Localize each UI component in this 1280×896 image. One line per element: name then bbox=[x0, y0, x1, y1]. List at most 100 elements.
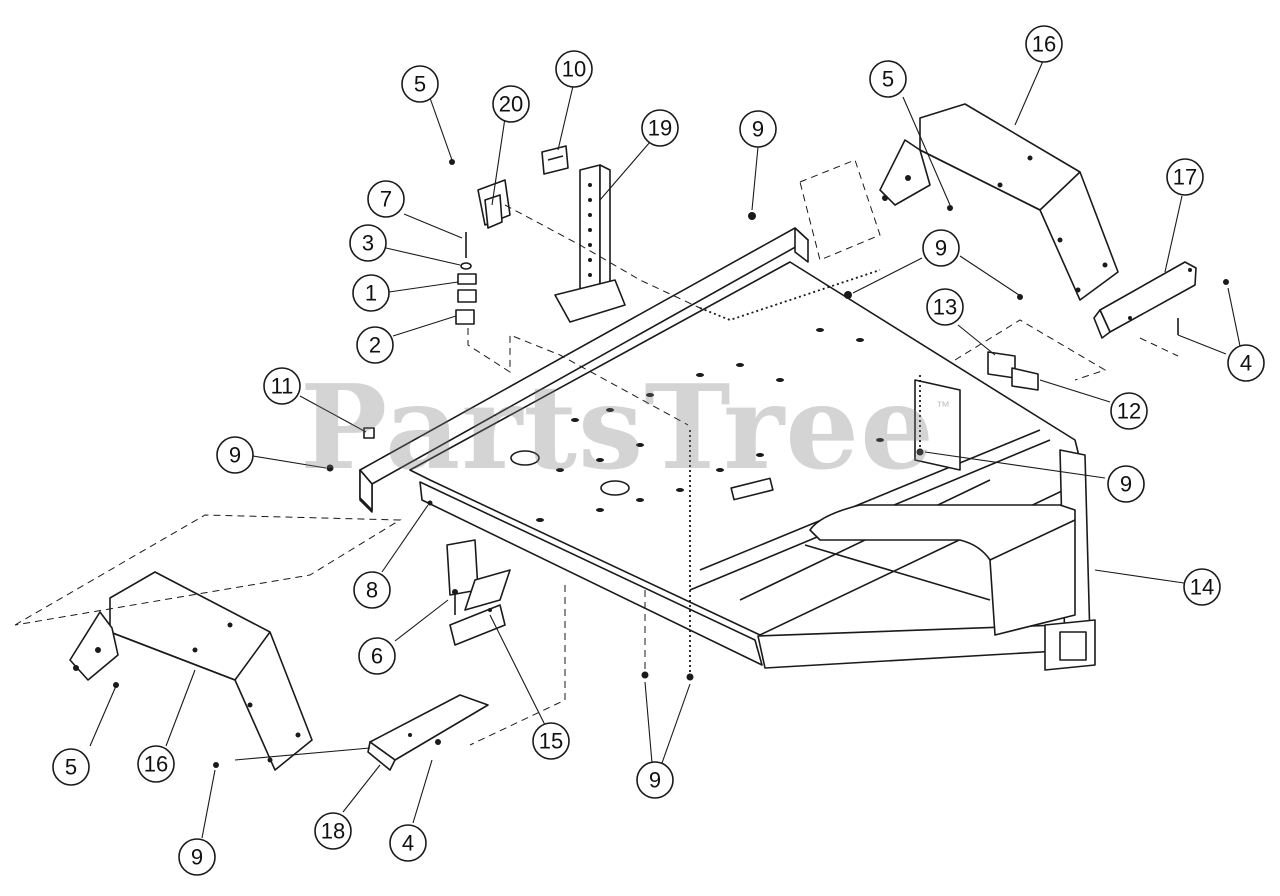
callout-circle bbox=[356, 326, 394, 364]
bracket-17 bbox=[1093, 261, 1229, 339]
callout-label: 6 bbox=[371, 644, 383, 669]
callout-c15: 15 bbox=[532, 722, 570, 760]
callout-c5a: 5 bbox=[401, 65, 439, 103]
callout-c9c: 9 bbox=[1107, 465, 1145, 503]
callout-c8: 8 bbox=[353, 571, 391, 609]
callout-label: 17 bbox=[1173, 165, 1197, 190]
callout-label: 5 bbox=[65, 755, 77, 780]
callout-label: 11 bbox=[271, 374, 294, 399]
bracket-18 bbox=[367, 694, 489, 771]
callout-circle bbox=[401, 65, 439, 103]
bracket-15 bbox=[446, 539, 511, 646]
hitch-hardware-stack bbox=[449, 145, 756, 325]
callout-circle bbox=[1110, 392, 1148, 430]
callout-c12: 12 bbox=[1110, 392, 1148, 430]
callout-c14: 14 bbox=[1183, 568, 1221, 606]
callout-circle bbox=[367, 180, 405, 218]
callout-circle bbox=[1107, 465, 1145, 503]
callout-circle bbox=[353, 571, 391, 609]
callout-c4b: 4 bbox=[389, 824, 427, 862]
callout-label: 20 bbox=[499, 92, 523, 117]
callout-label: 12 bbox=[1117, 399, 1141, 424]
callout-circle bbox=[349, 224, 387, 262]
callout-c16a: 16 bbox=[1025, 25, 1063, 63]
callout-label: 15 bbox=[539, 729, 563, 754]
callout-c9e: 9 bbox=[178, 838, 216, 876]
callout-circle bbox=[1025, 25, 1063, 63]
callout-c6: 6 bbox=[358, 637, 396, 675]
callout-c13: 13 bbox=[926, 288, 964, 326]
left-rail-hardware bbox=[326, 427, 433, 506]
callout-circle bbox=[263, 367, 301, 405]
callout-circle bbox=[641, 109, 679, 147]
callout-label: 3 bbox=[362, 231, 374, 256]
deck-holes bbox=[510, 328, 884, 522]
plates-12-13 bbox=[359, 351, 1039, 511]
callout-circle bbox=[1166, 158, 1204, 196]
fender-lower-left bbox=[69, 571, 313, 771]
callout-circle bbox=[52, 748, 90, 786]
callout-circle bbox=[869, 60, 907, 98]
deck-frame bbox=[359, 227, 1096, 671]
callout-label: 16 bbox=[1032, 32, 1056, 57]
callout-circle bbox=[216, 436, 254, 474]
callout-label: 9 bbox=[191, 845, 203, 870]
callout-label: 7 bbox=[380, 187, 392, 212]
post-holes bbox=[588, 183, 592, 277]
callout-c9f: 9 bbox=[636, 761, 674, 799]
callout-label: 5 bbox=[882, 67, 894, 92]
callout-c20: 20 bbox=[492, 85, 530, 123]
callout-label: 14 bbox=[1190, 575, 1214, 600]
callout-circle bbox=[492, 85, 530, 123]
callout-label: 18 bbox=[321, 819, 345, 844]
callout-label: 1 bbox=[365, 281, 377, 306]
callout-c10: 10 bbox=[555, 50, 593, 88]
callout-c7: 7 bbox=[367, 180, 405, 218]
callout-label: 2 bbox=[369, 333, 381, 358]
callout-circle bbox=[739, 110, 777, 148]
callout-circle bbox=[1227, 344, 1265, 382]
callout-label: 5 bbox=[414, 72, 426, 97]
callout-c4a: 4 bbox=[1227, 344, 1265, 382]
callout-c9b: 9 bbox=[922, 229, 960, 267]
callout-label: 13 bbox=[933, 295, 957, 320]
fender-upper-right bbox=[879, 103, 1119, 301]
callout-c16b: 16 bbox=[137, 745, 175, 783]
callout-circle bbox=[137, 745, 175, 783]
watermark-trademark: ™ bbox=[936, 398, 950, 414]
callout-label: 10 bbox=[562, 57, 586, 82]
callout-circle bbox=[352, 274, 390, 312]
callout-circle bbox=[1183, 568, 1221, 606]
callout-c9d: 9 bbox=[216, 436, 254, 474]
callout-c9a: 9 bbox=[739, 110, 777, 148]
callout-circle bbox=[532, 722, 570, 760]
callout-c11: 11 bbox=[263, 367, 301, 405]
leader-lines bbox=[89, 60, 1241, 839]
callout-circle bbox=[178, 838, 216, 876]
callout-label: 9 bbox=[1120, 472, 1132, 497]
callout-circle bbox=[922, 229, 960, 267]
callout-c2: 2 bbox=[356, 326, 394, 364]
callout-label: 9 bbox=[935, 236, 947, 261]
callout-label: 4 bbox=[1240, 351, 1252, 376]
callout-circle bbox=[389, 824, 427, 862]
assembly-lines bbox=[14, 159, 1179, 746]
callout-circle bbox=[636, 761, 674, 799]
callout-c5c: 5 bbox=[52, 748, 90, 786]
callout-label: 16 bbox=[144, 752, 168, 777]
callout-c1: 1 bbox=[352, 274, 390, 312]
callout-label: 9 bbox=[649, 768, 661, 793]
callout-label: 8 bbox=[366, 578, 378, 603]
callout-circle bbox=[555, 50, 593, 88]
callout-c17: 17 bbox=[1166, 158, 1204, 196]
callout-circle bbox=[926, 288, 964, 326]
callout-c3: 3 bbox=[349, 224, 387, 262]
callout-label: 4 bbox=[402, 831, 414, 856]
callout-c19: 19 bbox=[641, 109, 679, 147]
callout-c18: 18 bbox=[314, 812, 352, 850]
callout-c5b: 5 bbox=[869, 60, 907, 98]
callout-circle bbox=[358, 637, 396, 675]
